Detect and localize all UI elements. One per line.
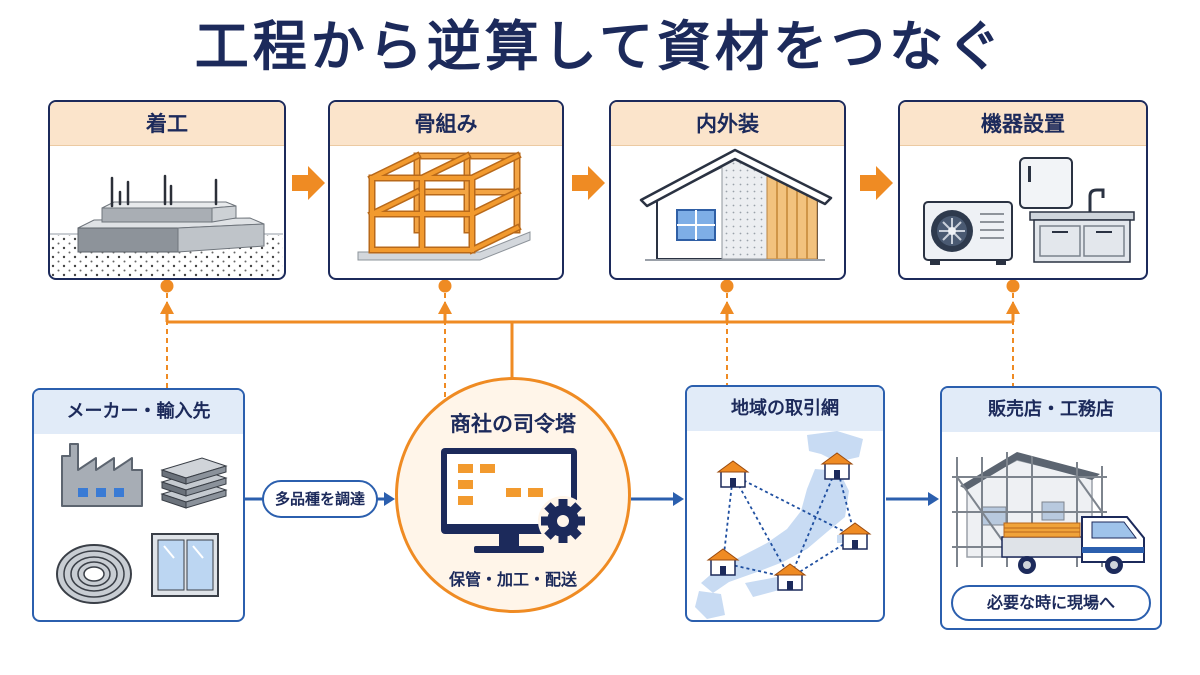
cable-coil-icon bbox=[56, 544, 132, 604]
stage-label: 骨組み bbox=[330, 102, 562, 146]
timber-frame-icon bbox=[357, 151, 531, 261]
monitor-gear-icon bbox=[441, 448, 588, 553]
stage-card-equipment-installation: 機器設置 bbox=[898, 100, 1148, 280]
house-node bbox=[706, 548, 740, 576]
house-node bbox=[716, 460, 750, 488]
house-node bbox=[820, 452, 854, 480]
stage-label: 内外装 bbox=[611, 102, 844, 146]
hub-title: 商社の司令塔 bbox=[450, 412, 576, 436]
network-label: 地域の取引網 bbox=[687, 387, 883, 431]
house-node bbox=[773, 563, 807, 591]
stage-connector-dots bbox=[160, 279, 1020, 293]
procurement-badge: 多品種を調達 bbox=[262, 480, 378, 518]
stage-card-framing: 骨組み bbox=[328, 100, 564, 280]
stage-card-groundbreaking: 着工 bbox=[48, 100, 286, 280]
house-finishing-icon bbox=[639, 148, 833, 261]
lumber-stack-icon bbox=[160, 457, 228, 509]
air-conditioner-icon bbox=[923, 201, 1013, 265]
page-title: 工程から逆算して資材をつなぐ bbox=[194, 15, 1006, 78]
stage-label: 着工 bbox=[50, 102, 284, 146]
appliances-icon bbox=[923, 157, 1135, 265]
delivery-badge: 必要な時に現場へ bbox=[951, 585, 1151, 621]
stage-card-interior-exterior: 内外装 bbox=[609, 100, 846, 280]
sources-icons bbox=[56, 443, 228, 604]
flow-arrow-hub-to-network bbox=[631, 492, 684, 506]
stage-label: 機器設置 bbox=[900, 102, 1146, 146]
window-frame-icon bbox=[151, 533, 219, 597]
delivery-truck-icon bbox=[1001, 516, 1145, 574]
stage-arrow-1 bbox=[292, 166, 325, 200]
gear-icon bbox=[538, 496, 588, 546]
house-node bbox=[838, 522, 872, 550]
hub-subtitle: 保管・加工・配送 bbox=[448, 570, 577, 589]
flow-arrow-network-to-dealers bbox=[886, 492, 939, 506]
supply-arrowheads bbox=[160, 301, 1020, 314]
sources-label: メーカー・輸入先 bbox=[34, 390, 243, 434]
factory-icon bbox=[61, 443, 143, 507]
supply-bus bbox=[165, 312, 1015, 378]
map-landmass bbox=[695, 431, 863, 619]
regional-map-icon bbox=[695, 431, 872, 619]
trading-company-hub: 商社の司令塔 bbox=[395, 377, 631, 613]
regional-network-panel: 地域の取引網 bbox=[685, 385, 885, 622]
sources-panel: メーカー・輸入先 bbox=[32, 388, 245, 622]
dealers-icons bbox=[952, 452, 1145, 574]
dealers-label: 販売店・工務店 bbox=[942, 388, 1160, 432]
dashed-links bbox=[166, 293, 1014, 398]
dealers-panel: 販売店・工務店 bbox=[940, 386, 1162, 630]
refrigerator-icon bbox=[1019, 157, 1073, 209]
stage-arrow-2 bbox=[572, 166, 605, 200]
foundation-icon bbox=[50, 174, 283, 277]
stage-arrow-3 bbox=[860, 166, 893, 200]
kitchen-sink-icon bbox=[1029, 188, 1135, 263]
